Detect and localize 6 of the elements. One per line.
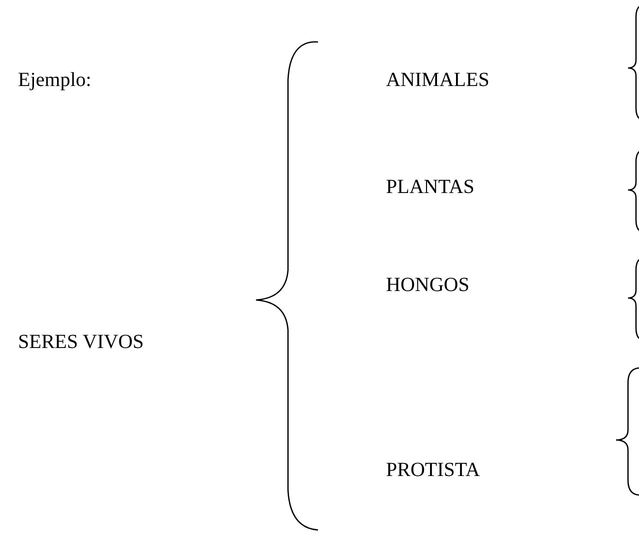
label-text: HONGOS xyxy=(386,273,470,297)
label-text: PLANTAS xyxy=(386,175,474,199)
label-text: SERES VIVOS xyxy=(18,330,144,354)
label-text: PROTISTA xyxy=(386,458,480,482)
label-text: ANIMALES xyxy=(386,68,490,92)
label-text: Ejemplo: xyxy=(18,68,92,92)
